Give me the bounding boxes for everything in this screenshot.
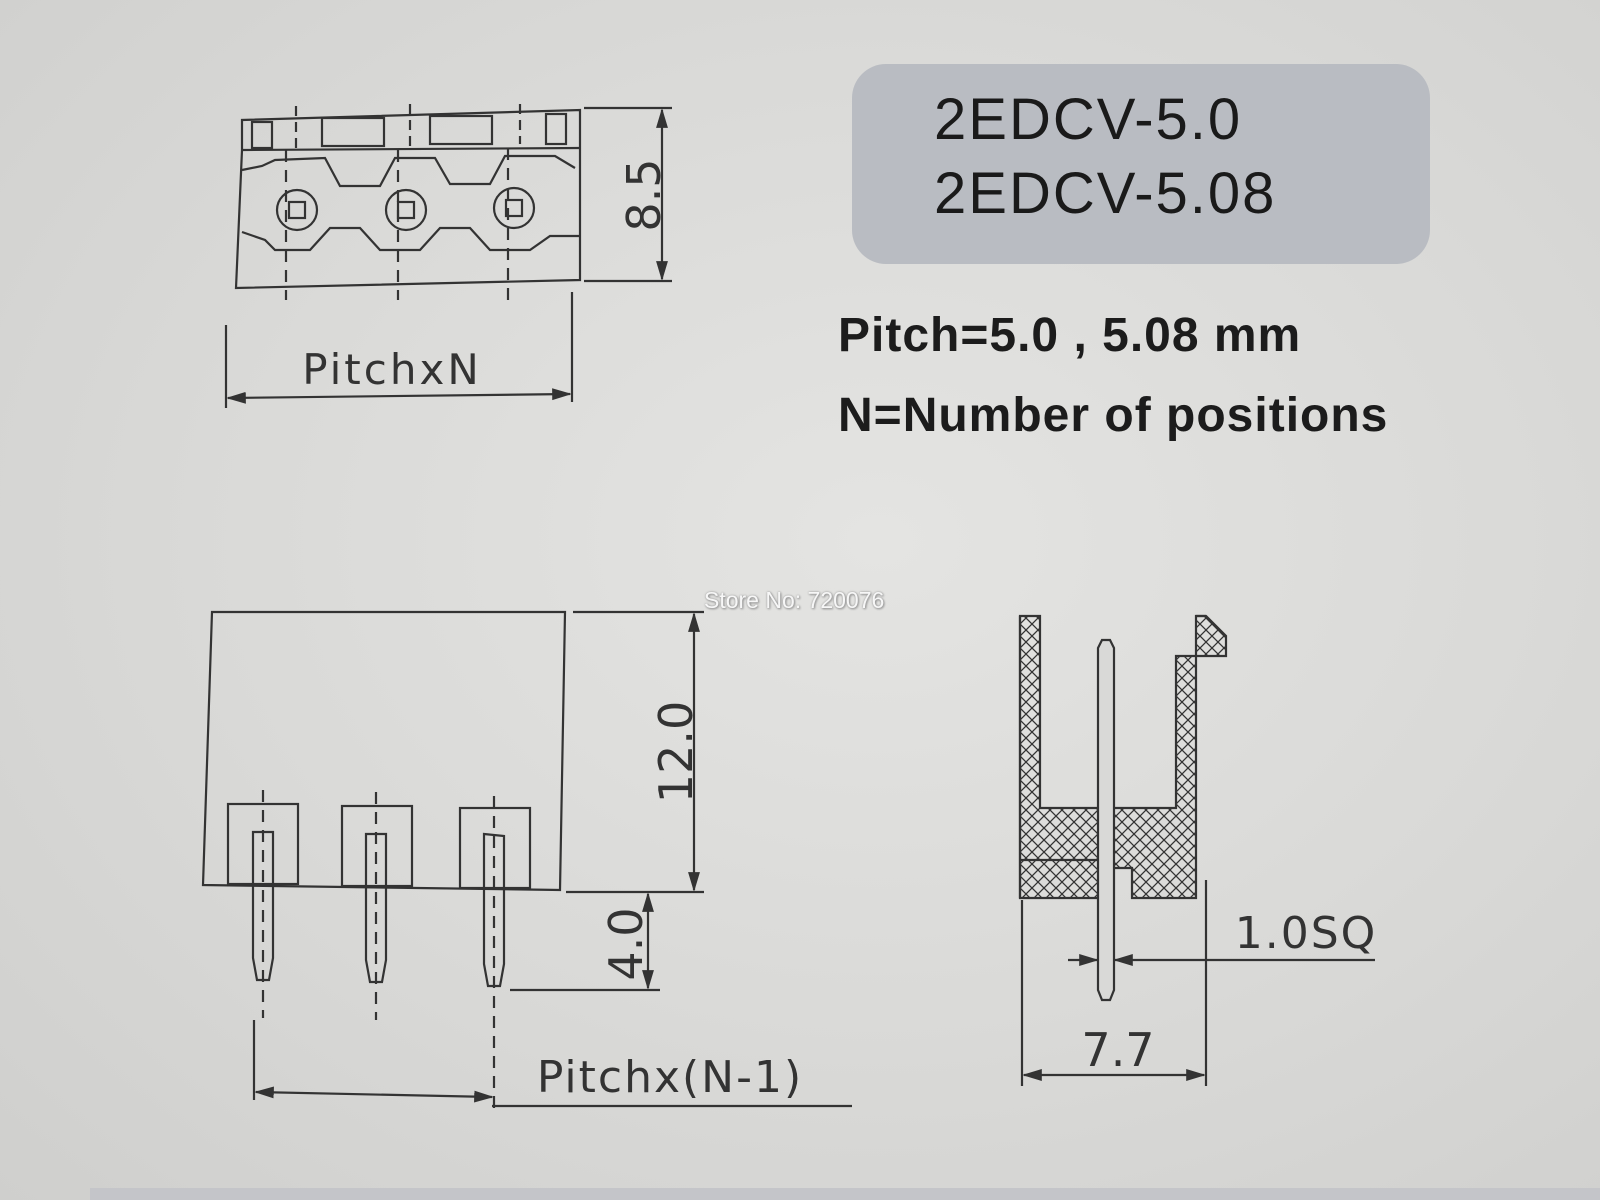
top-width-dim: PitchxN [302,345,482,394]
side-depth-dim: 7.7 [1081,1023,1154,1077]
model-title-2: 2EDCV-5.08 [934,161,1277,226]
side-view-drawing [1018,614,1375,1086]
title-box [852,64,1430,264]
front-height-dim: 12.0 [649,701,703,803]
top-view-drawing [224,104,672,408]
top-height-dim: 8.5 [617,158,671,231]
pin-span-dim: Pitchx(N-1) [537,1052,803,1103]
front-view-drawing [201,610,852,1110]
pitch-spec: Pitch=5.0 , 5.08 mm [838,309,1302,362]
pin-size-dim: 1.0SQ [1235,908,1378,959]
bottom-edge [90,1188,1600,1200]
store-watermark: Store No: 720076 [704,587,885,613]
pin-length-dim: 4.0 [599,907,653,980]
n-definition: N=Number of positions [838,389,1389,442]
model-title-1: 2EDCV-5.0 [934,87,1243,152]
